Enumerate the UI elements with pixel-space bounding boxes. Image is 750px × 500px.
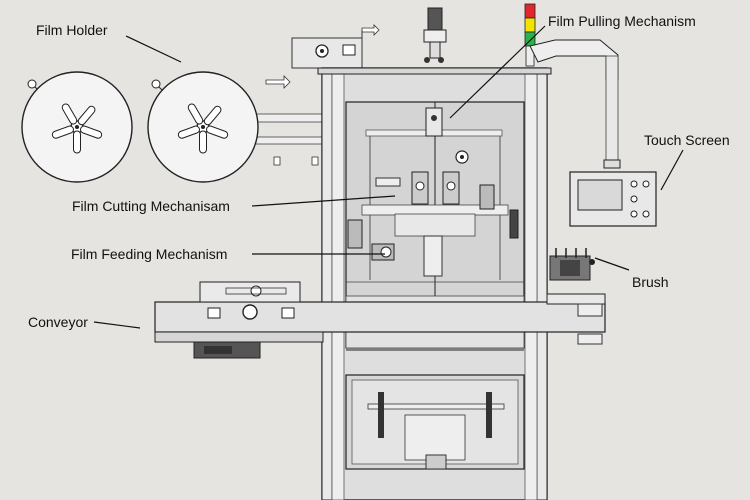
brush-unit [549, 248, 595, 281]
film-reel-left [21, 71, 133, 183]
film-reel-right [147, 71, 259, 183]
leader-lines [93, 25, 684, 329]
leader-film-cutting [251, 195, 396, 207]
film-pulling-arm [529, 39, 621, 169]
label-film-cutting-mechanism: Film Cutting Mechanisam [72, 198, 230, 214]
label-film-pulling-mechanism: Film Pulling Mechanism [548, 13, 696, 29]
leader-film-pulling [449, 25, 546, 119]
leader-film-holder [125, 35, 182, 63]
leader-conveyor [93, 321, 141, 329]
label-brush: Brush [632, 274, 669, 290]
touch-screen-panel [569, 171, 657, 227]
leader-touch-screen [660, 149, 684, 191]
main-frame [317, 67, 552, 500]
film-holder-assembly [21, 71, 326, 183]
conveyor [154, 281, 606, 359]
leader-brush [594, 257, 630, 271]
signal-light-tower [524, 3, 536, 67]
top-feed-unit [291, 24, 380, 69]
label-conveyor: Conveyor [28, 314, 88, 330]
label-touch-screen: Touch Screen [644, 132, 730, 148]
label-film-feeding-mechanism: Film Feeding Mechanism [71, 246, 228, 262]
label-film-holder: Film Holder [36, 22, 108, 38]
top-motor [423, 7, 447, 63]
